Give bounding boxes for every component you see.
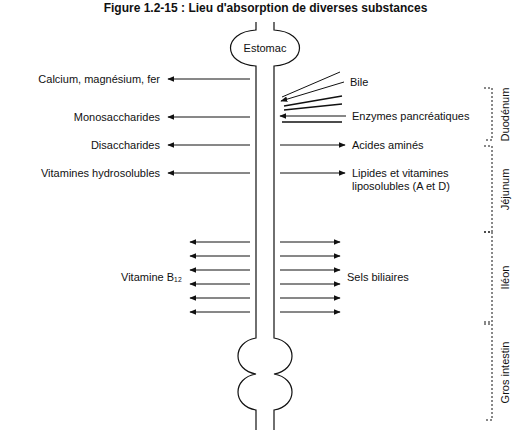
bile-arrow xyxy=(281,82,344,101)
absorption-arrow xyxy=(168,173,250,174)
substance-label: Vitamine B₁₂ xyxy=(121,271,182,284)
absorption-arrow xyxy=(280,256,340,257)
substance-label: Sels biliaires xyxy=(347,271,409,284)
absorption-arrow xyxy=(280,284,340,285)
absorption-arrow xyxy=(190,256,250,257)
region-label: Iléon xyxy=(499,265,512,289)
absorption-arrow xyxy=(280,242,340,243)
region-label: Duodénum xyxy=(499,87,512,141)
tract-left-wall xyxy=(231,22,257,430)
absorption-arrow xyxy=(280,312,340,313)
absorption-arrow xyxy=(280,173,345,174)
region-label: Jéjunum xyxy=(499,168,512,210)
absorption-arrow xyxy=(168,117,250,118)
absorption-arrow xyxy=(168,145,250,146)
region-label: Gros intestin xyxy=(500,341,513,403)
absorption-arrow xyxy=(280,270,340,271)
region-bracket xyxy=(484,324,492,420)
absorption-arrow xyxy=(190,242,250,243)
substance-label: Lipides et vitamines liposolubles (A et … xyxy=(352,167,470,193)
figure-title: Figure 1.2-15 : Lieu d'absorption de div… xyxy=(0,2,531,15)
absorption-arrow xyxy=(190,284,250,285)
organ-label: Estomac xyxy=(244,42,287,55)
absorption-arrow xyxy=(280,145,345,146)
secretion-label: Bile xyxy=(350,76,368,89)
duct-wall xyxy=(282,121,342,123)
enzyme-arrow xyxy=(280,116,346,117)
absorption-arrow xyxy=(280,298,340,299)
substance-label: Acides aminés xyxy=(352,139,424,152)
region-bracket xyxy=(484,232,492,322)
secretion-label: Enzymes pancréatiques xyxy=(352,110,469,123)
absorption-arrow xyxy=(190,312,250,313)
bile-duct xyxy=(282,72,340,97)
region-bracket xyxy=(484,146,492,232)
pancreatic-duct xyxy=(284,104,342,110)
substance-label: Disaccharides xyxy=(91,139,160,152)
absorption-arrow xyxy=(168,79,250,80)
tract-right-wall xyxy=(274,22,300,430)
region-bracket xyxy=(484,88,492,140)
substance-label: Monosaccharides xyxy=(74,111,160,124)
absorption-arrow xyxy=(190,298,250,299)
substance-label: Vitamines hydrosolubles xyxy=(41,167,160,180)
substance-label: Calcium, magnésium, fer xyxy=(38,73,160,86)
absorption-arrow xyxy=(190,270,250,271)
